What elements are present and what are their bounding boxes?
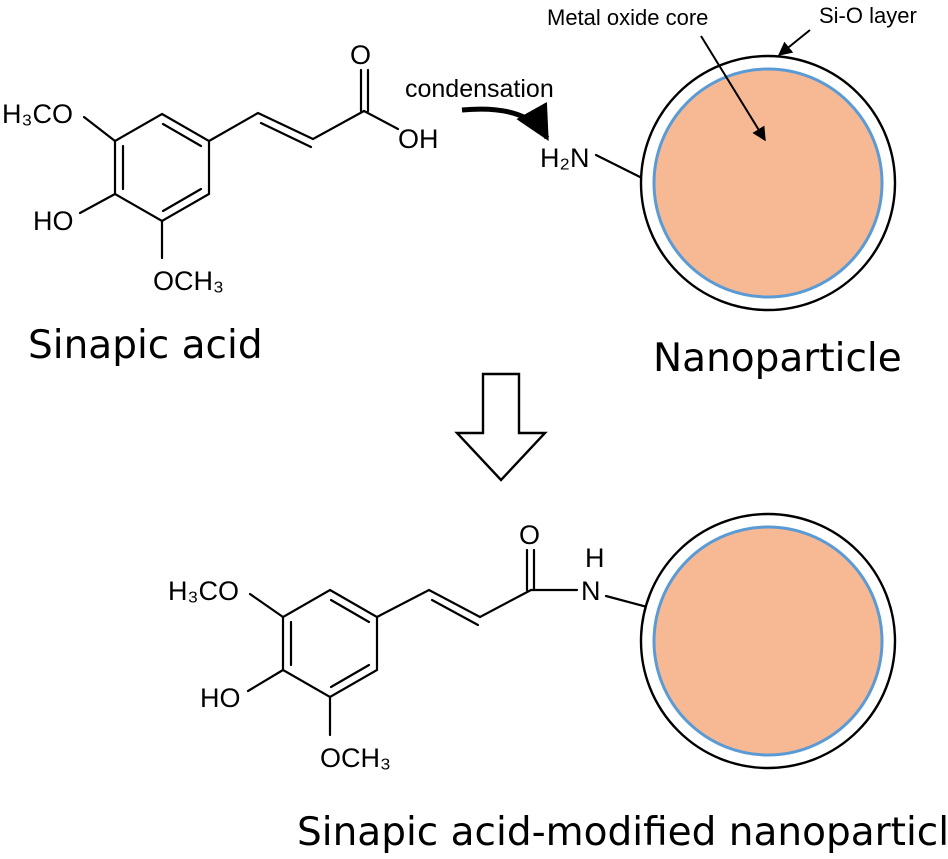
substituent-bonds bbox=[78, 115, 164, 260]
product-ring-inner-double-bonds bbox=[289, 598, 371, 689]
product-substituent-bonds bbox=[246, 592, 332, 737]
carbonyl-oxygen-label: O bbox=[350, 40, 371, 70]
product-phenol-hydroxyl-label: HO bbox=[200, 683, 241, 713]
product-nanoparticle bbox=[639, 512, 897, 770]
nanoparticle bbox=[639, 54, 897, 312]
reaction-arrow-down bbox=[454, 372, 548, 482]
methoxy-label-top: H₃CO bbox=[2, 99, 73, 129]
product-structure bbox=[246, 548, 653, 737]
carbonyl-bond bbox=[359, 68, 370, 113]
condensation-label: condensation bbox=[405, 75, 554, 103]
methoxy-label-bottom: OCH₃ bbox=[153, 266, 224, 296]
product-methoxy-label-top: H₃CO bbox=[168, 576, 239, 606]
shell-pointer-arrow bbox=[777, 29, 811, 56]
product-methoxy-label-bottom: OCH₃ bbox=[320, 743, 391, 773]
product-benzene-ring bbox=[281, 588, 379, 699]
side-chain bbox=[207, 109, 366, 143]
amine-label: H₂N bbox=[540, 143, 589, 173]
amide-nitrogen-label: N bbox=[581, 576, 601, 606]
core-pointer-arrow bbox=[700, 35, 766, 142]
amide-hydrogen-label: H bbox=[585, 543, 605, 573]
product-side-chain bbox=[375, 588, 533, 619]
si-o-layer-label: Si-O layer bbox=[819, 3, 917, 28]
product-title: Sinapic acid-modified nanoparticle bbox=[297, 810, 948, 855]
product-metal-oxide-core bbox=[652, 525, 884, 757]
product-linker-bond bbox=[604, 594, 653, 610]
ring-inner-double-bonds bbox=[121, 122, 203, 213]
nanoparticle-title: Nanoparticle bbox=[653, 336, 902, 381]
phenol-hydroxyl-label: HO bbox=[33, 206, 74, 236]
sinapic-acid-structure bbox=[78, 68, 400, 260]
condensation-arrow bbox=[461, 101, 550, 142]
hydroxyl-bond bbox=[362, 109, 400, 131]
product-carbonyl-bond bbox=[525, 548, 536, 592]
hydroxyl-label: OH bbox=[398, 124, 439, 154]
metal-oxide-core bbox=[652, 67, 884, 299]
benzene-ring bbox=[113, 112, 211, 223]
metal-oxide-core-label: Metal oxide core bbox=[547, 5, 708, 30]
product-carbonyl-oxygen-label: O bbox=[519, 520, 540, 550]
sinapic-acid-title: Sinapic acid bbox=[28, 323, 263, 368]
product-alkene-double-bond bbox=[430, 598, 480, 627]
alkene-double-bond bbox=[259, 121, 313, 149]
amine-bond bbox=[594, 153, 642, 179]
